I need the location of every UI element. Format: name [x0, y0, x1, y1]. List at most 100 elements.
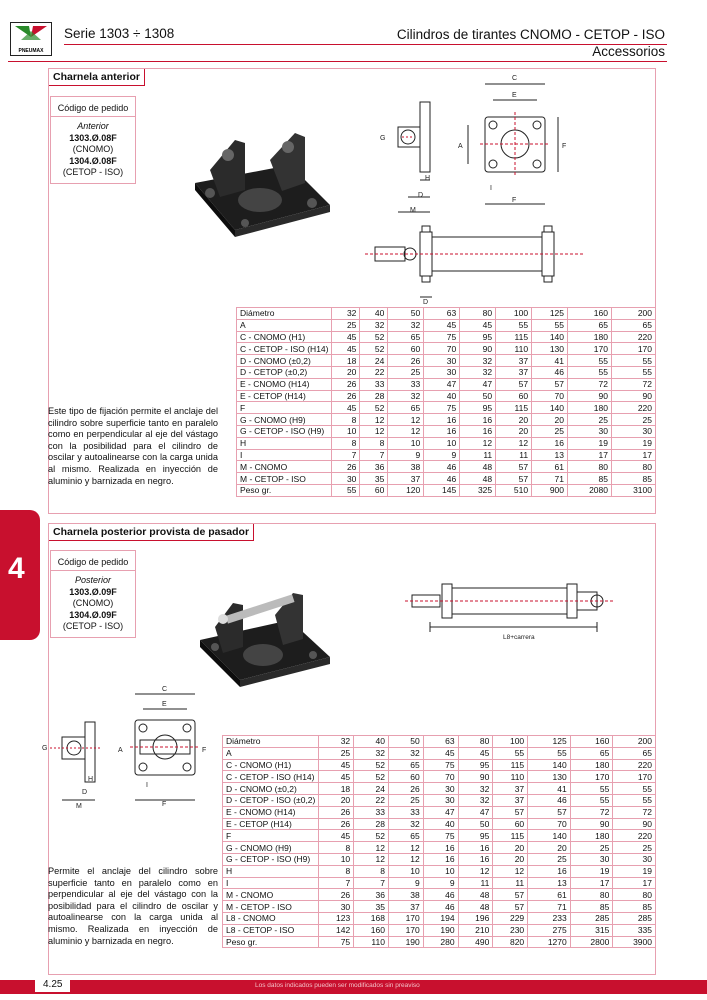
svg-text:I: I — [146, 782, 148, 789]
table-cell: 16 — [527, 864, 571, 878]
table-cell: 35 — [353, 900, 389, 913]
table-cell: 45 — [331, 401, 361, 415]
table-cell: 25 — [387, 365, 425, 379]
table-cell: 233 — [527, 911, 571, 925]
table-cell: 85 — [610, 472, 657, 485]
row-label: G - CETOP - ISO (H9) — [235, 424, 333, 438]
table-cell: 140 — [531, 401, 569, 415]
table-cell: 55 — [569, 782, 614, 795]
row-label: M - CNOMO — [221, 888, 320, 902]
table-cell: 70 — [527, 817, 571, 831]
section-title: Charnela anterior — [49, 69, 145, 86]
row-label: D - CETOP - ISO (±0,2) — [221, 793, 320, 807]
table-cell: 37 — [492, 793, 529, 807]
row-label: F — [221, 829, 320, 843]
svg-text:F: F — [562, 143, 566, 150]
table-cell: 110 — [495, 342, 533, 356]
table-cell: 18 — [318, 782, 355, 795]
table-cell: 33 — [359, 377, 389, 391]
svg-text:I: I — [490, 185, 492, 192]
table-cell: 37 — [387, 472, 425, 485]
table-cell: 47 — [457, 805, 494, 819]
table-cell: 170 — [387, 923, 424, 937]
table-cell: 25 — [612, 841, 656, 854]
table-cell: 12 — [359, 424, 389, 438]
table-cell: 12 — [353, 852, 389, 866]
table-cell: 32 — [387, 389, 425, 403]
table-cell: 47 — [422, 805, 459, 819]
table-cell: 115 — [495, 330, 533, 344]
table-cell: 2800 — [569, 935, 614, 949]
table-cell: 220 — [610, 401, 657, 415]
order-type: Posterior — [74, 575, 111, 585]
table-cell: 123 — [318, 911, 355, 925]
table-cell: 140 — [527, 758, 571, 772]
table-cell: 32 — [331, 307, 361, 320]
table-cell: 10 — [331, 424, 361, 438]
table-cell: 8 — [318, 841, 355, 854]
section-rear-hinge: Charnela posterior provista de pasador — [48, 523, 656, 975]
table-cell: 28 — [359, 389, 389, 403]
page-title: Cilindros de tirantes CNOMO - CETOP - IS… — [397, 26, 665, 60]
table-cell: 17 — [567, 448, 612, 462]
table-cell: 60 — [492, 817, 529, 831]
table-cell: 90 — [567, 389, 612, 403]
order-code-box: Código de pedido Anterior 1303.Ø.08F (CN… — [50, 96, 136, 184]
table-cell: 22 — [359, 365, 389, 379]
svg-text:E: E — [162, 701, 167, 708]
table-cell: 61 — [531, 460, 569, 474]
order-code-cetop: 1304.Ø.09F — [69, 609, 117, 620]
table-cell: 40 — [422, 817, 459, 831]
table-cell: 194 — [422, 911, 459, 925]
table-cell: 30 — [569, 852, 614, 866]
table-cell: 180 — [569, 758, 614, 772]
row-label: D - CNOMO (±0,2) — [221, 782, 320, 795]
table-cell: 85 — [569, 900, 614, 913]
table-cell: 230 — [492, 923, 529, 937]
front-hinge-drawing: G H D M C E A F F I D — [365, 75, 585, 306]
table-cell: 20 — [318, 793, 355, 807]
table-cell: 48 — [457, 888, 494, 902]
table-cell: 75 — [318, 935, 355, 949]
table-cell: 18 — [331, 354, 361, 367]
table-cell: 30 — [423, 354, 461, 367]
table-cell: 30 — [610, 424, 657, 438]
table-cell: 70 — [423, 342, 461, 356]
table-cell: 37 — [492, 782, 529, 795]
table-cell: 285 — [569, 911, 614, 925]
table-cell: 50 — [387, 307, 425, 320]
svg-text:PNEUMAX: PNEUMAX — [18, 48, 44, 54]
row-label: E - CETOP (H14) — [235, 389, 333, 403]
table-cell: 10 — [422, 864, 459, 878]
table-cell: 20 — [331, 365, 361, 379]
table-cell: 80 — [610, 460, 657, 474]
table-cell: 900 — [531, 483, 569, 497]
table-cell: 65 — [387, 829, 424, 843]
table-cell: 52 — [353, 829, 389, 843]
svg-text:A: A — [458, 143, 463, 150]
table-cell: 12 — [387, 424, 425, 438]
table-cell: 16 — [423, 424, 461, 438]
row-label: C - CETOP - ISO (H14) — [221, 770, 320, 784]
table-cell: 160 — [569, 735, 614, 748]
table-cell: 45 — [318, 758, 355, 772]
table-cell: 335 — [612, 923, 656, 937]
row-label: E - CNOMO (H14) — [235, 377, 333, 391]
table-cell: 32 — [387, 817, 424, 831]
svg-text:D: D — [82, 789, 87, 796]
table-cell: 57 — [527, 805, 571, 819]
table-cell: 55 — [531, 318, 569, 332]
table-cell: 55 — [610, 354, 657, 367]
table-cell: 160 — [567, 307, 612, 320]
section2-description: Permite el anclaje del cilindro sobre su… — [48, 866, 218, 946]
table-cell: 125 — [527, 735, 571, 748]
